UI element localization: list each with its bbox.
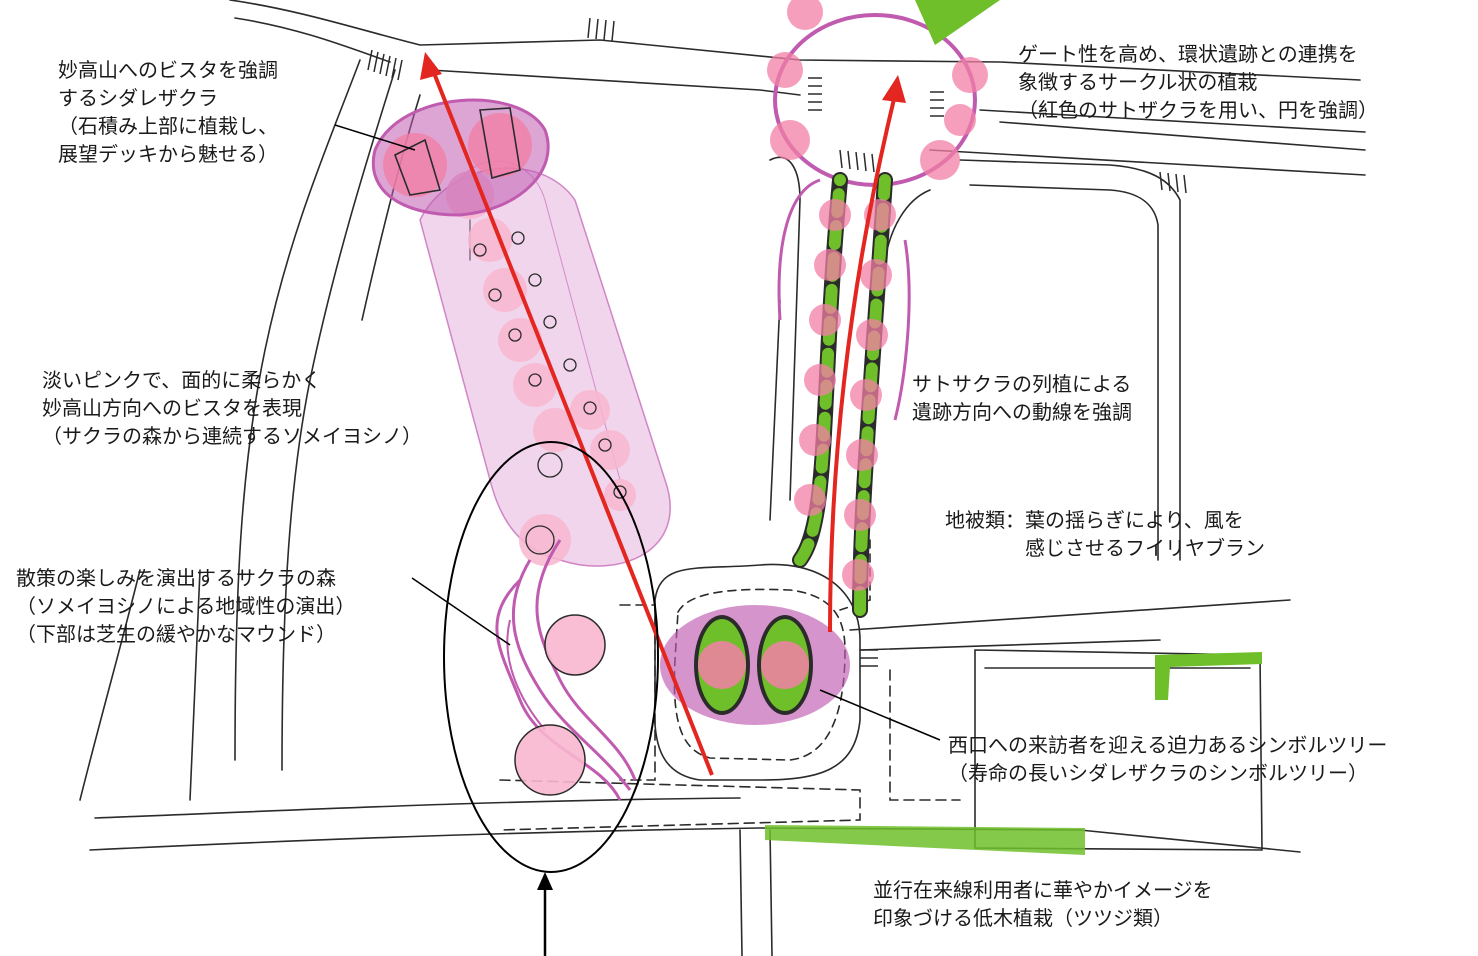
road-east-block-top bbox=[959, 159, 1181, 561]
bottom-road-1 bbox=[89, 827, 1301, 853]
road-east-block-inner bbox=[969, 184, 1159, 561]
leader-lines bbox=[334, 124, 941, 741]
crosswalk-2 bbox=[587, 17, 615, 42]
road-edge-top-4 bbox=[979, 109, 1366, 133]
annotation-line: （紅色のサトザクラを用い、円を強調） bbox=[1018, 98, 1378, 122]
road-mid-vertical bbox=[769, 156, 801, 501]
bottom-road-2 bbox=[94, 797, 741, 819]
crosswalk-1 bbox=[367, 49, 403, 81]
annotation-line: （ソメイヨシノによる地域性の演出） bbox=[16, 594, 356, 618]
focus-area bbox=[443, 441, 659, 956]
crosswalk-6 bbox=[1159, 171, 1187, 194]
annotation-line: 淡いピンクで、面的に柔らかく bbox=[42, 368, 322, 392]
annotation-line: サトサクラの列植による bbox=[912, 372, 1132, 396]
plaza-edge-1 bbox=[849, 599, 1291, 631]
east-dashed-2 bbox=[839, 539, 871, 611]
annotation-low-shrubs: 並行在来線利用者に華やかイメージを 印象づける低木植栽（ツツジ類） bbox=[873, 876, 1213, 932]
annotation-groundcover: 地被類：葉の揺らぎにより、風を 感じさせるフイリヤブラン bbox=[945, 506, 1265, 562]
annotation-line: 西口への来訪者を迎える迫力あるシンボルツリー bbox=[948, 733, 1388, 757]
plaza-dashed-2 bbox=[499, 779, 861, 831]
annotation-vista-shidare: 妙高山へのビスタを強調 するシダレザクラ （石積み上部に植栽し、 展望デッキから… bbox=[58, 56, 278, 168]
annotation-line: （サクラの森から連続するソメイヨシノ） bbox=[42, 424, 422, 448]
annotation-line: 妙高山へのビスタを強調 bbox=[58, 58, 278, 82]
symbol-tree bbox=[660, 605, 850, 725]
annotation-satozakura-row: サトサクラの列植による 遺跡方向への動線を強調 bbox=[912, 370, 1132, 426]
east-dashed bbox=[889, 669, 961, 801]
annotation-line: 散策の楽しみを演出するサクラの森 bbox=[16, 566, 336, 590]
vertical-south-2 bbox=[769, 829, 773, 956]
annotation-line: 感じさせるフイリヤブラン bbox=[945, 536, 1265, 560]
road-edge-top-2 bbox=[234, 17, 391, 63]
crosswalk-5 bbox=[839, 149, 875, 173]
crosswalk-7 bbox=[860, 649, 878, 667]
small-tree-markers bbox=[473, 231, 627, 555]
vista-arrows bbox=[420, 52, 906, 776]
road-edge-top-1 bbox=[229, 0, 1361, 81]
road-edge-top-6 bbox=[999, 121, 1366, 151]
annotation-pale-pink-vista: 淡いピンクで、面的に柔らかく 妙高山方向へのビスタを表現 （サクラの森から連続す… bbox=[42, 366, 422, 450]
annotation-symbol-tree: 西口への来訪者を迎える迫力あるシンボルツリー （寿命の長いシダレザクラのシンボル… bbox=[948, 731, 1387, 787]
road-edge-top-5 bbox=[929, 149, 1366, 176]
annotation-line: 印象づける低木植栽（ツツジ類） bbox=[873, 906, 1173, 930]
road-left-outer bbox=[234, 59, 361, 761]
gate-circle-planting bbox=[767, 0, 1000, 187]
annotation-line: 妙高山方向へのビスタを表現 bbox=[42, 396, 302, 420]
annotation-line: （寿命の長いシダレザクラのシンボルツリー） bbox=[948, 761, 1368, 785]
left-bottom-line bbox=[189, 569, 201, 801]
annotation-line: するシダレザクラ bbox=[58, 86, 218, 110]
annotation-line: （石積み上部に植栽し、 bbox=[58, 114, 278, 138]
vertical-south-1 bbox=[739, 829, 743, 956]
sakura-forest bbox=[495, 539, 637, 801]
crosswalks bbox=[367, 17, 1187, 667]
annotation-line: ゲート性を高め、環状遺跡との連携を bbox=[1018, 42, 1358, 66]
block-se bbox=[974, 649, 1263, 851]
roundabout-inner bbox=[673, 588, 846, 761]
annotation-line: 並行在来線利用者に華やかイメージを bbox=[873, 878, 1213, 902]
annotation-line: （下部は芝生の緩やかなマウンド） bbox=[16, 622, 336, 646]
pale-pink-vista-band bbox=[419, 160, 671, 567]
road-west-edge bbox=[79, 569, 141, 801]
road-mid-vertical-2 bbox=[769, 299, 781, 521]
annotation-line: 地被類：葉の揺らぎにより、風を bbox=[945, 508, 1244, 532]
annotation-line: 展望デッキから魅せる） bbox=[58, 142, 278, 166]
vista-shidarezakura bbox=[371, 98, 550, 217]
annotation-line: 遺跡方向への動線を強調 bbox=[912, 400, 1132, 424]
road-left-inner bbox=[281, 69, 396, 771]
annotation-line: 象徴するサークル状の植栽 bbox=[1018, 70, 1258, 94]
annotation-sakura-forest: 散策の楽しみを演出するサクラの森 （ソメイヨシノによる地域性の演出） （下部は芝… bbox=[16, 564, 355, 648]
road-edge-top-3 bbox=[429, 69, 801, 96]
annotation-gate-circle: ゲート性を高め、環状遺跡との連携を 象徴するサークル状の植栽 （紅色のサトザクラ… bbox=[1018, 40, 1378, 124]
satozakura-row bbox=[777, 172, 911, 618]
plaza-edge-2 bbox=[859, 639, 1161, 651]
crosswalk-3 bbox=[808, 77, 822, 111]
plaza-dashed bbox=[619, 604, 656, 781]
roundabout-outer bbox=[653, 563, 861, 781]
groundcover-strips bbox=[765, 652, 1262, 855]
crosswalk-4 bbox=[930, 91, 944, 117]
